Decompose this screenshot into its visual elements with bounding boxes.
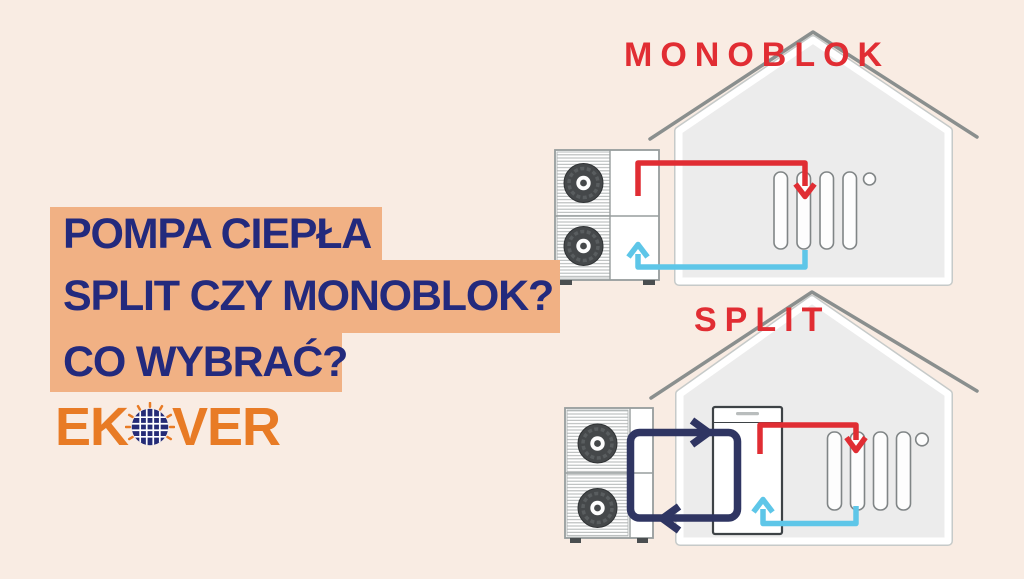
headline-line-3: CO WYBRAĆ? — [50, 332, 348, 392]
headline-text: POMPA CIEPŁA — [63, 209, 372, 258]
fan-icon — [563, 226, 604, 266]
split-title: SPLIT — [694, 301, 831, 339]
cold-pipe — [626, 241, 808, 270]
arrow-up-icon — [626, 241, 650, 259]
headline-text: CO WYBRAĆ? — [63, 337, 348, 386]
hot-pipe — [757, 422, 868, 454]
radiator-bar — [826, 431, 843, 511]
unit-foot — [570, 538, 581, 543]
outdoor-unit-monoblok — [554, 149, 660, 285]
roof-line — [648, 30, 979, 141]
fan-icon — [577, 488, 618, 528]
logo-text-prefix: EK — [55, 397, 129, 457]
arrow-down-icon — [793, 182, 817, 200]
arrow-up-icon — [751, 496, 775, 514]
monoblok-title: MONOBLOK — [624, 36, 891, 74]
headline-line-2: SPLIT CZY MONOBLOK? — [50, 260, 560, 333]
headline-line-1: POMPA CIEPŁA — [50, 207, 382, 261]
radiator-bar — [819, 171, 835, 250]
unit-foot — [643, 280, 655, 285]
split-diagram — [564, 290, 979, 546]
fan-icon — [577, 423, 618, 464]
arrow-left-icon — [658, 503, 682, 534]
logo-text-suffix: VER — [172, 397, 281, 457]
fan-icon — [563, 163, 604, 203]
arrow-down-icon — [844, 435, 868, 454]
house-body — [675, 36, 952, 285]
thermostat-knob-icon — [862, 172, 877, 186]
radiator-bar — [872, 431, 889, 511]
refrigerant-loop — [626, 417, 742, 534]
monoblok-diagram — [554, 30, 979, 286]
sun-solar-panel-globe-icon — [125, 402, 176, 446]
radiator-bar — [895, 431, 912, 511]
thermostat-knob-icon — [914, 432, 930, 447]
outdoor-unit-split — [564, 407, 654, 543]
unit-foot — [637, 538, 648, 543]
headline-text: SPLIT CZY MONOBLOK? — [63, 272, 554, 320]
cold-pipe — [751, 496, 859, 527]
unit-foot — [560, 280, 572, 285]
radiator-bar — [773, 171, 789, 250]
ekover-logo: EK — [55, 397, 281, 457]
roof-line — [649, 290, 979, 400]
radiator-bar — [842, 171, 858, 250]
brand-label — [736, 412, 759, 416]
arrow-right-icon — [689, 417, 713, 448]
hot-pipe — [635, 160, 817, 200]
